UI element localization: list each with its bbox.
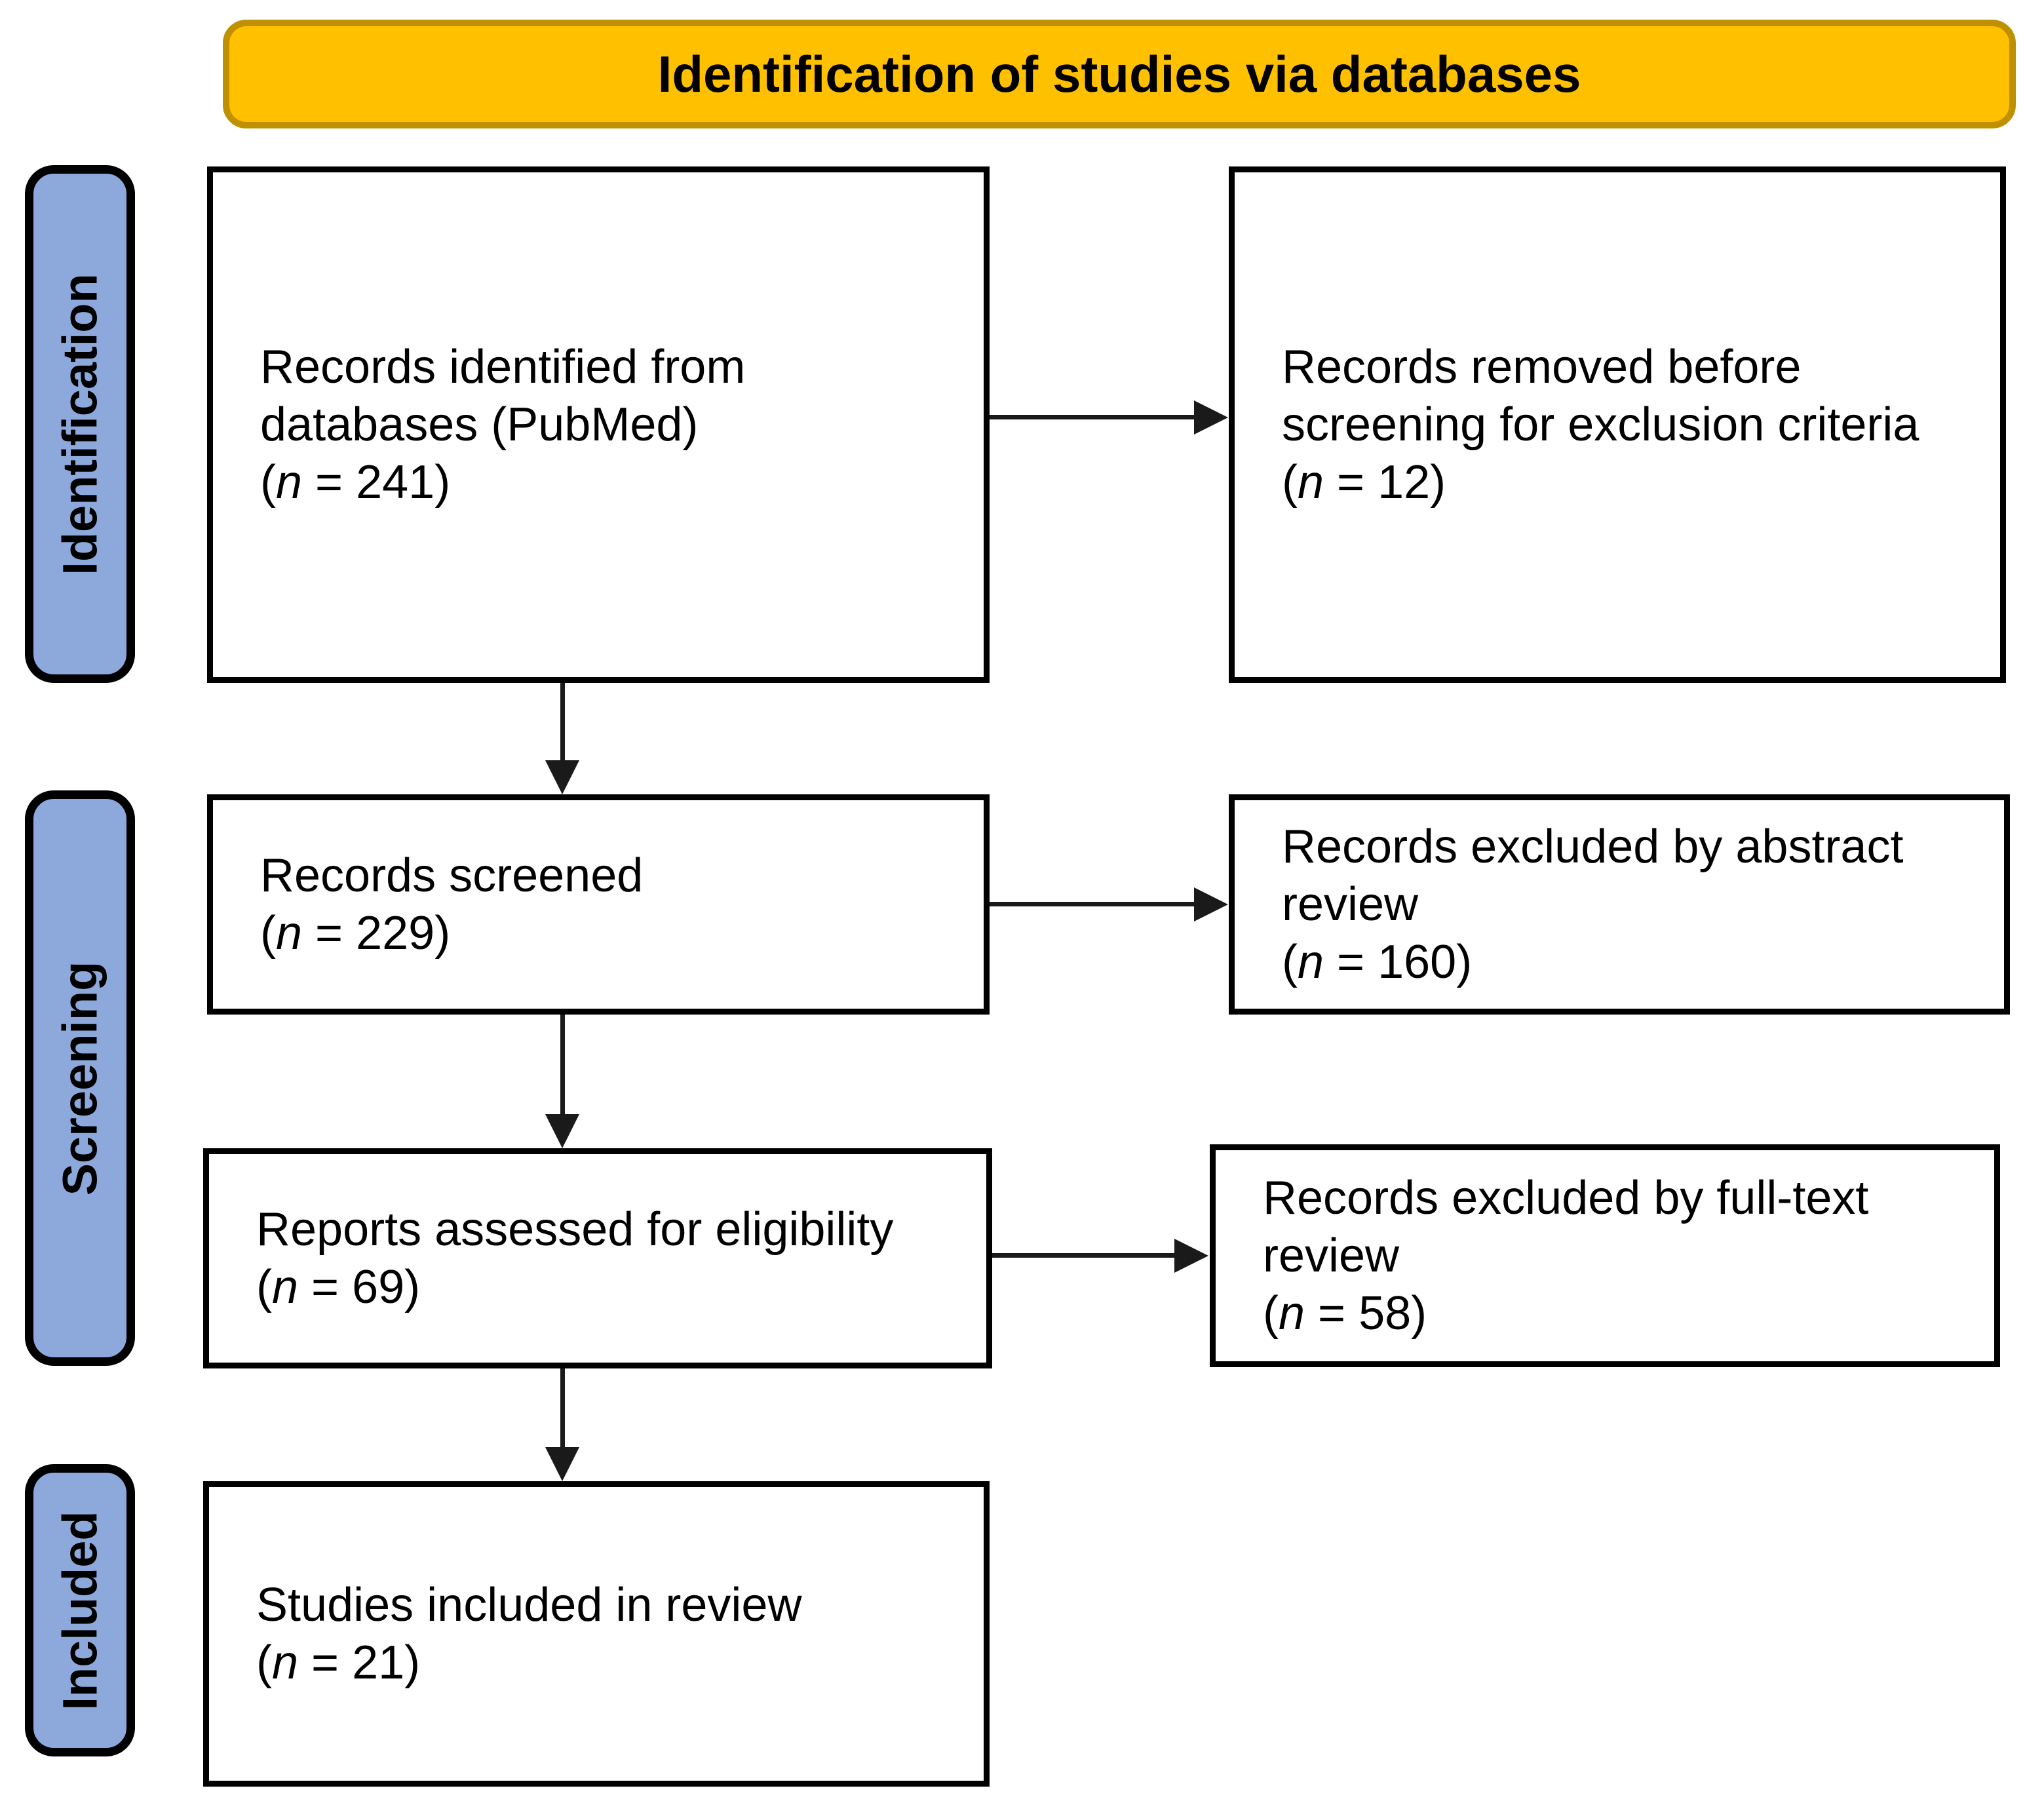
text-line: Records identified from bbox=[260, 341, 746, 393]
text-line: Reports assessed for eligibility bbox=[256, 1203, 894, 1256]
arrow-identified-to-removed bbox=[990, 415, 1197, 419]
text-line: Studies included in review bbox=[256, 1579, 802, 1631]
count-line: (n = 69) bbox=[256, 1261, 421, 1313]
box-records-screened: Records screened (n = 229) bbox=[207, 794, 990, 1015]
arrow-right-icon bbox=[1174, 1239, 1208, 1273]
box-records-excluded-fulltext: Records excluded by full-text review (n … bbox=[1210, 1144, 2000, 1367]
count-line: (n = 241) bbox=[260, 456, 451, 509]
arrow-down-icon bbox=[545, 1447, 579, 1481]
count-line: (n = 229) bbox=[260, 907, 451, 960]
text-line: Records excluded by abstract bbox=[1282, 821, 1904, 873]
arrow-assessed-to-excluded-fulltext bbox=[992, 1253, 1177, 1258]
arrow-down-icon bbox=[545, 1114, 579, 1148]
banner-identification-of-studies: Identification of studies via databases bbox=[223, 20, 2016, 128]
box-records-identified: Records identified from databases (PubMe… bbox=[207, 166, 990, 683]
stage-label-included: Included bbox=[52, 1510, 107, 1711]
count-line: (n = 12) bbox=[1282, 456, 1446, 509]
stage-pill-identification: Identification bbox=[25, 165, 135, 683]
text-line: screening for exclusion criteria bbox=[1282, 398, 1919, 451]
stage-pill-screening: Screening bbox=[25, 790, 135, 1366]
arrow-right-icon bbox=[1194, 887, 1228, 921]
box-reports-assessed: Reports assessed for eligibility (n = 69… bbox=[203, 1148, 992, 1368]
box-studies-included: Studies included in review (n = 21) bbox=[203, 1481, 990, 1787]
stage-label-screening: Screening bbox=[52, 961, 107, 1195]
arrow-assessed-to-included bbox=[560, 1368, 565, 1450]
stage-pill-included: Included bbox=[25, 1464, 135, 1756]
text-line: review bbox=[1263, 1230, 1400, 1282]
count-line: (n = 58) bbox=[1263, 1287, 1427, 1340]
text-line: Records excluded by full-text bbox=[1263, 1172, 1869, 1224]
stage-label-identification: Identification bbox=[52, 273, 107, 575]
count-line: (n = 160) bbox=[1282, 936, 1473, 988]
arrow-right-icon bbox=[1194, 400, 1228, 435]
box-records-excluded-abstract: Records excluded by abstract review (n =… bbox=[1229, 794, 2010, 1015]
count-line: (n = 21) bbox=[256, 1637, 421, 1689]
text-line: Records screened bbox=[260, 849, 644, 902]
box-records-removed-before-screening: Records removed before screening for exc… bbox=[1229, 166, 2006, 683]
arrow-down-icon bbox=[545, 760, 579, 794]
text-line: review bbox=[1282, 878, 1419, 931]
arrow-identified-to-screened bbox=[560, 683, 565, 763]
arrow-screened-to-excluded-abstract bbox=[990, 902, 1197, 906]
banner-title: Identification of studies via databases bbox=[657, 45, 1581, 103]
text-line: Records removed before bbox=[1282, 341, 1802, 393]
text-line: databases (PubMed) bbox=[260, 398, 699, 451]
arrow-screened-to-assessed bbox=[560, 1015, 565, 1117]
